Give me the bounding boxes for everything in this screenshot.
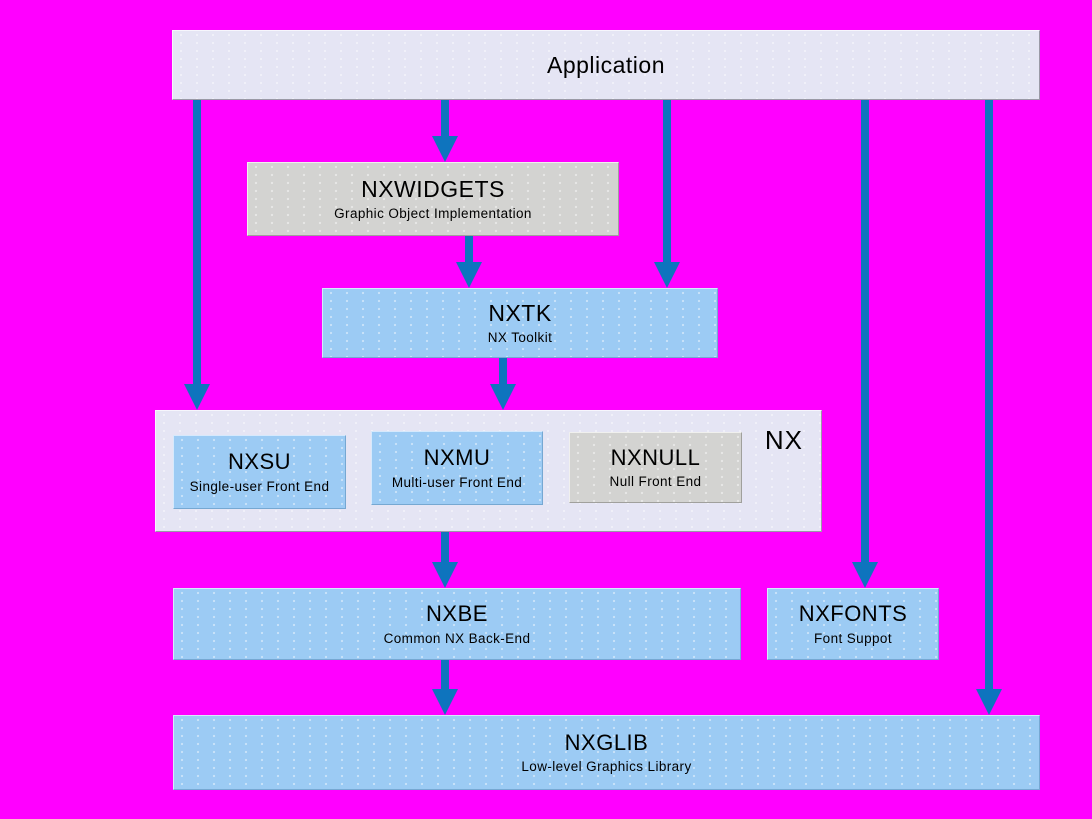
arrow-application-to-nxfonts-icon xyxy=(852,100,878,588)
arrow-shaft xyxy=(663,100,671,262)
arrow-head-icon xyxy=(184,384,210,410)
arrow-shaft xyxy=(465,236,473,262)
arrow-shaft xyxy=(861,100,869,562)
arrow-nxwidgets-to-nxtk-icon xyxy=(456,236,482,288)
box-nxsu: NXSU Single-user Front End xyxy=(173,435,346,509)
arrow-head-icon xyxy=(432,136,458,162)
arrow-shaft xyxy=(499,358,507,384)
arrow-application-to-nx-icon xyxy=(184,100,210,410)
arrow-nx-to-nxbe-icon xyxy=(432,532,458,588)
box-nxtk-subtitle: NX Toolkit xyxy=(487,330,553,346)
arrow-shaft xyxy=(441,100,449,136)
box-nxsu-subtitle: Single-user Front End xyxy=(189,478,330,494)
box-nxmu-title: NXMU xyxy=(423,445,491,471)
box-nxfonts-subtitle: Font Suppot xyxy=(814,630,892,646)
box-nxnull-title: NXNULL xyxy=(610,444,701,470)
arrow-shaft xyxy=(193,100,201,384)
arrow-head-icon xyxy=(976,689,1002,715)
arrow-application-to-nxtk-icon xyxy=(654,100,680,288)
arrow-application-to-nxwidgets-icon xyxy=(432,100,458,162)
arrow-head-icon xyxy=(852,562,878,588)
box-nxfonts: NXFONTS Font Suppot xyxy=(767,588,939,660)
arrow-nxbe-to-nxglib-icon xyxy=(432,660,458,715)
arrow-head-icon xyxy=(432,562,458,588)
box-nxmu: NXMU Multi-user Front End xyxy=(371,431,543,505)
box-nxwidgets: NXWIDGETS Graphic Object Implementation xyxy=(247,162,619,236)
arrow-application-to-nxglib-icon xyxy=(976,100,1002,715)
box-nxglib: NXGLIB Low-level Graphics Library xyxy=(173,715,1040,790)
arrow-shaft xyxy=(985,100,993,689)
arrow-shaft xyxy=(441,660,449,689)
box-nxmu-subtitle: Multi-user Front End xyxy=(391,474,523,490)
box-nxnull: NXNULL Null Front End xyxy=(569,432,742,503)
box-nxglib-title: NXGLIB xyxy=(564,729,649,755)
arrow-head-icon xyxy=(432,689,458,715)
box-nxnull-subtitle: Null Front End xyxy=(609,474,702,490)
box-application: Application xyxy=(172,30,1040,100)
box-nxsu-title: NXSU xyxy=(227,449,292,475)
box-nxfonts-title: NXFONTS xyxy=(798,601,908,627)
box-application-title: Application xyxy=(546,51,666,78)
box-nxbe: NXBE Common NX Back-End xyxy=(173,588,741,660)
arrow-head-icon xyxy=(456,262,482,288)
box-nxtk-title: NXTK xyxy=(488,299,552,326)
arrow-head-icon xyxy=(490,384,516,410)
box-nxwidgets-title: NXWIDGETS xyxy=(361,175,505,202)
box-nxbe-title: NXBE xyxy=(426,601,488,627)
box-nxglib-subtitle: Low-level Graphics Library xyxy=(521,759,692,775)
nx-group-label: NX xyxy=(764,425,803,455)
box-nxwidgets-subtitle: Graphic Object Implementation xyxy=(334,206,532,222)
arrow-nxtk-to-nx-icon xyxy=(490,358,516,410)
box-nxbe-subtitle: Common NX Back-End xyxy=(383,630,531,646)
arrow-shaft xyxy=(441,532,449,562)
box-nxtk: NXTK NX Toolkit xyxy=(322,288,718,358)
arrow-head-icon xyxy=(654,262,680,288)
